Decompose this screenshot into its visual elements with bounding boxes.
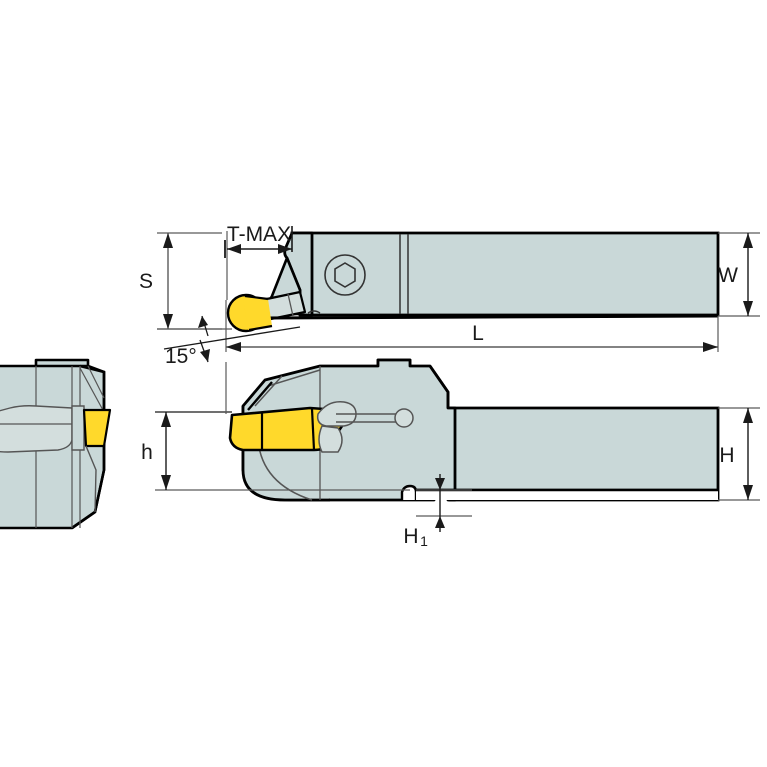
dim-h-arrow-top [161,412,171,427]
end-view-chamfer-1 [79,367,105,413]
dimension-H1: H 1 [403,474,472,549]
dim-h-label: h [141,441,153,464]
dim-S-arrow-top [163,233,173,248]
side-view-top-tab [376,358,412,366]
dim-L-label: L [472,322,484,345]
top-view-bottom-edge [261,314,719,320]
end-view-insert [82,408,112,448]
coolant-notch-relief [416,490,718,500]
clamp-lever[interactable] [316,401,414,453]
dim-H1-arrow-bottom [435,516,445,528]
end-view-chamfer-2 [87,365,105,399]
hex-socket-screw-outer-icon [324,254,366,296]
side-view-chamfer-a [267,369,321,387]
dimension-T-MAX: T-MAX [224,223,293,300]
top-view-insert-top-edge [244,294,269,301]
dim-L-arrow-left [226,342,241,352]
clamp-screw[interactable] [324,254,366,296]
clamp-lever-knob [394,408,414,428]
top-view-insert-blend [243,297,272,330]
dim-S-arrow-bottom [163,314,173,329]
dimension-angle-15: 15° [157,315,301,368]
side-view: h H H 1 [141,358,760,549]
dim-S-label: S [139,270,153,293]
dimension-L: L [225,300,719,352]
dimension-H: H [718,407,760,501]
side-view-chamfer-b [254,375,283,407]
top-view-insert-bottom-edge [248,324,273,332]
dim-H-arrow-bottom [743,485,753,500]
top-view-arm-divider [287,293,294,317]
side-view-insert-divider-2 [310,408,316,451]
dimension-W: W [718,232,760,317]
side-view-chamfer-edge [247,381,273,411]
top-view-nub [307,310,321,314]
end-view-right-face [71,364,106,530]
dim-angle-arrow-upper [198,316,208,328]
dim-W-label: W [718,264,738,287]
dim-h-arrow-bottom [161,475,171,490]
dim-angle-label: 15° [165,345,197,368]
dim-H1-subscript: 1 [420,533,428,549]
hex-socket-screw-icon [334,262,356,288]
dim-H-arrow-top [743,408,753,423]
dim-tmax-label: T-MAX [227,223,291,246]
top-view-shank [290,231,720,317]
dim-tmax-arrow-right [278,244,292,254]
dim-H1-arrow-top [435,478,445,490]
dim-W-arrow-bottom [743,301,753,316]
dim-L-arrow-right [703,342,718,352]
end-view-clamp [71,405,85,451]
dim-H1-label: H [403,525,418,548]
dim-W-arrow-top [743,233,753,248]
end-view [0,358,112,530]
dim-tmax-arrow-left [227,244,241,254]
coolant-notch-shape [400,484,418,500]
end-view-pocket [0,405,73,453]
side-view-shank [448,406,720,502]
dimension-h: h [141,411,410,491]
dim-angle-slope-line [163,326,301,350]
side-view-head-step [428,365,450,408]
clamp-lever-tail [318,425,343,453]
end-view-lower-detail [85,445,97,513]
dim-angle-arrow-lower [200,349,210,362]
top-view: S T-MAX W [139,223,760,368]
dim-H-label: H [719,444,734,467]
